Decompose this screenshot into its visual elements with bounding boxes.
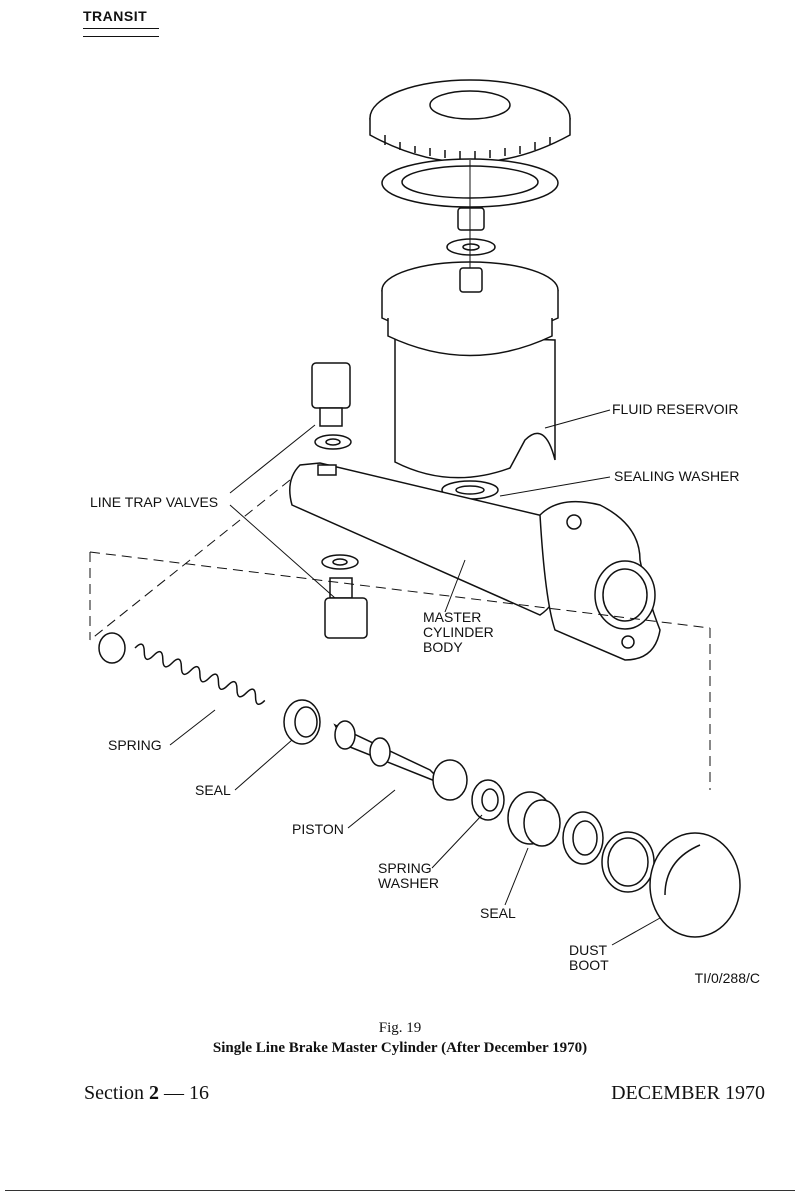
spring-retainer (98, 632, 126, 664)
nut-washer (446, 207, 496, 256)
label-master: MASTER (423, 609, 481, 625)
label-line-trap-valves: LINE TRAP VALVES (90, 494, 218, 510)
label-cylinder: CYLINDER (423, 624, 494, 640)
leader-lines (169, 409, 661, 946)
label-piston: PISTON (292, 821, 344, 837)
label-seal-rear: SEAL (480, 905, 516, 921)
seal-front (283, 699, 321, 745)
line-trap-valve-lower (321, 554, 368, 639)
label-boot: BOOT (569, 957, 609, 973)
retaining-ring (562, 811, 655, 893)
section-number: 2 (149, 1082, 159, 1104)
label-sealing-washer: SEALING WASHER (614, 468, 740, 484)
label-spring-washer-2: WASHER (378, 875, 439, 891)
section-prefix: Section (84, 1082, 144, 1104)
fluid-reservoir (381, 160, 559, 479)
section-footer: Section 2 — 16 (84, 1082, 209, 1105)
figure-reference: TI/0/288/C (694, 970, 760, 986)
label-body: BODY (423, 639, 463, 655)
guide-lines (89, 479, 711, 790)
label-dust: DUST (569, 942, 608, 958)
piston (333, 720, 468, 801)
reservoir-cap (369, 79, 571, 164)
bottom-rule (5, 1190, 795, 1191)
label-fluid-reservoir: FLUID RESERVOIR (612, 401, 739, 417)
manual-header-title: TRANSIT (83, 8, 159, 29)
footer-date: DECEMBER 1970 (611, 1082, 765, 1104)
seal-rear (507, 791, 561, 847)
spring (134, 643, 266, 706)
spring-washer (471, 779, 505, 821)
dust-boot (649, 832, 741, 938)
section-page: — 16 (164, 1082, 209, 1104)
figure-title: Single Line Brake Master Cylinder (After… (212, 1040, 588, 1056)
header-rule (83, 36, 159, 37)
exploded-diagram: FLUID RESERVOIR SEALING WASHER LINE TRAP… (89, 79, 741, 973)
sealing-washer (441, 480, 499, 500)
line-trap-valve-upper (311, 362, 352, 450)
figure-number: Fig. 19 (378, 1020, 422, 1036)
label-spring-washer-1: SPRING (378, 860, 432, 876)
label-spring: SPRING (108, 737, 162, 753)
master-cylinder-body (289, 462, 661, 661)
label-seal-front: SEAL (195, 782, 231, 798)
